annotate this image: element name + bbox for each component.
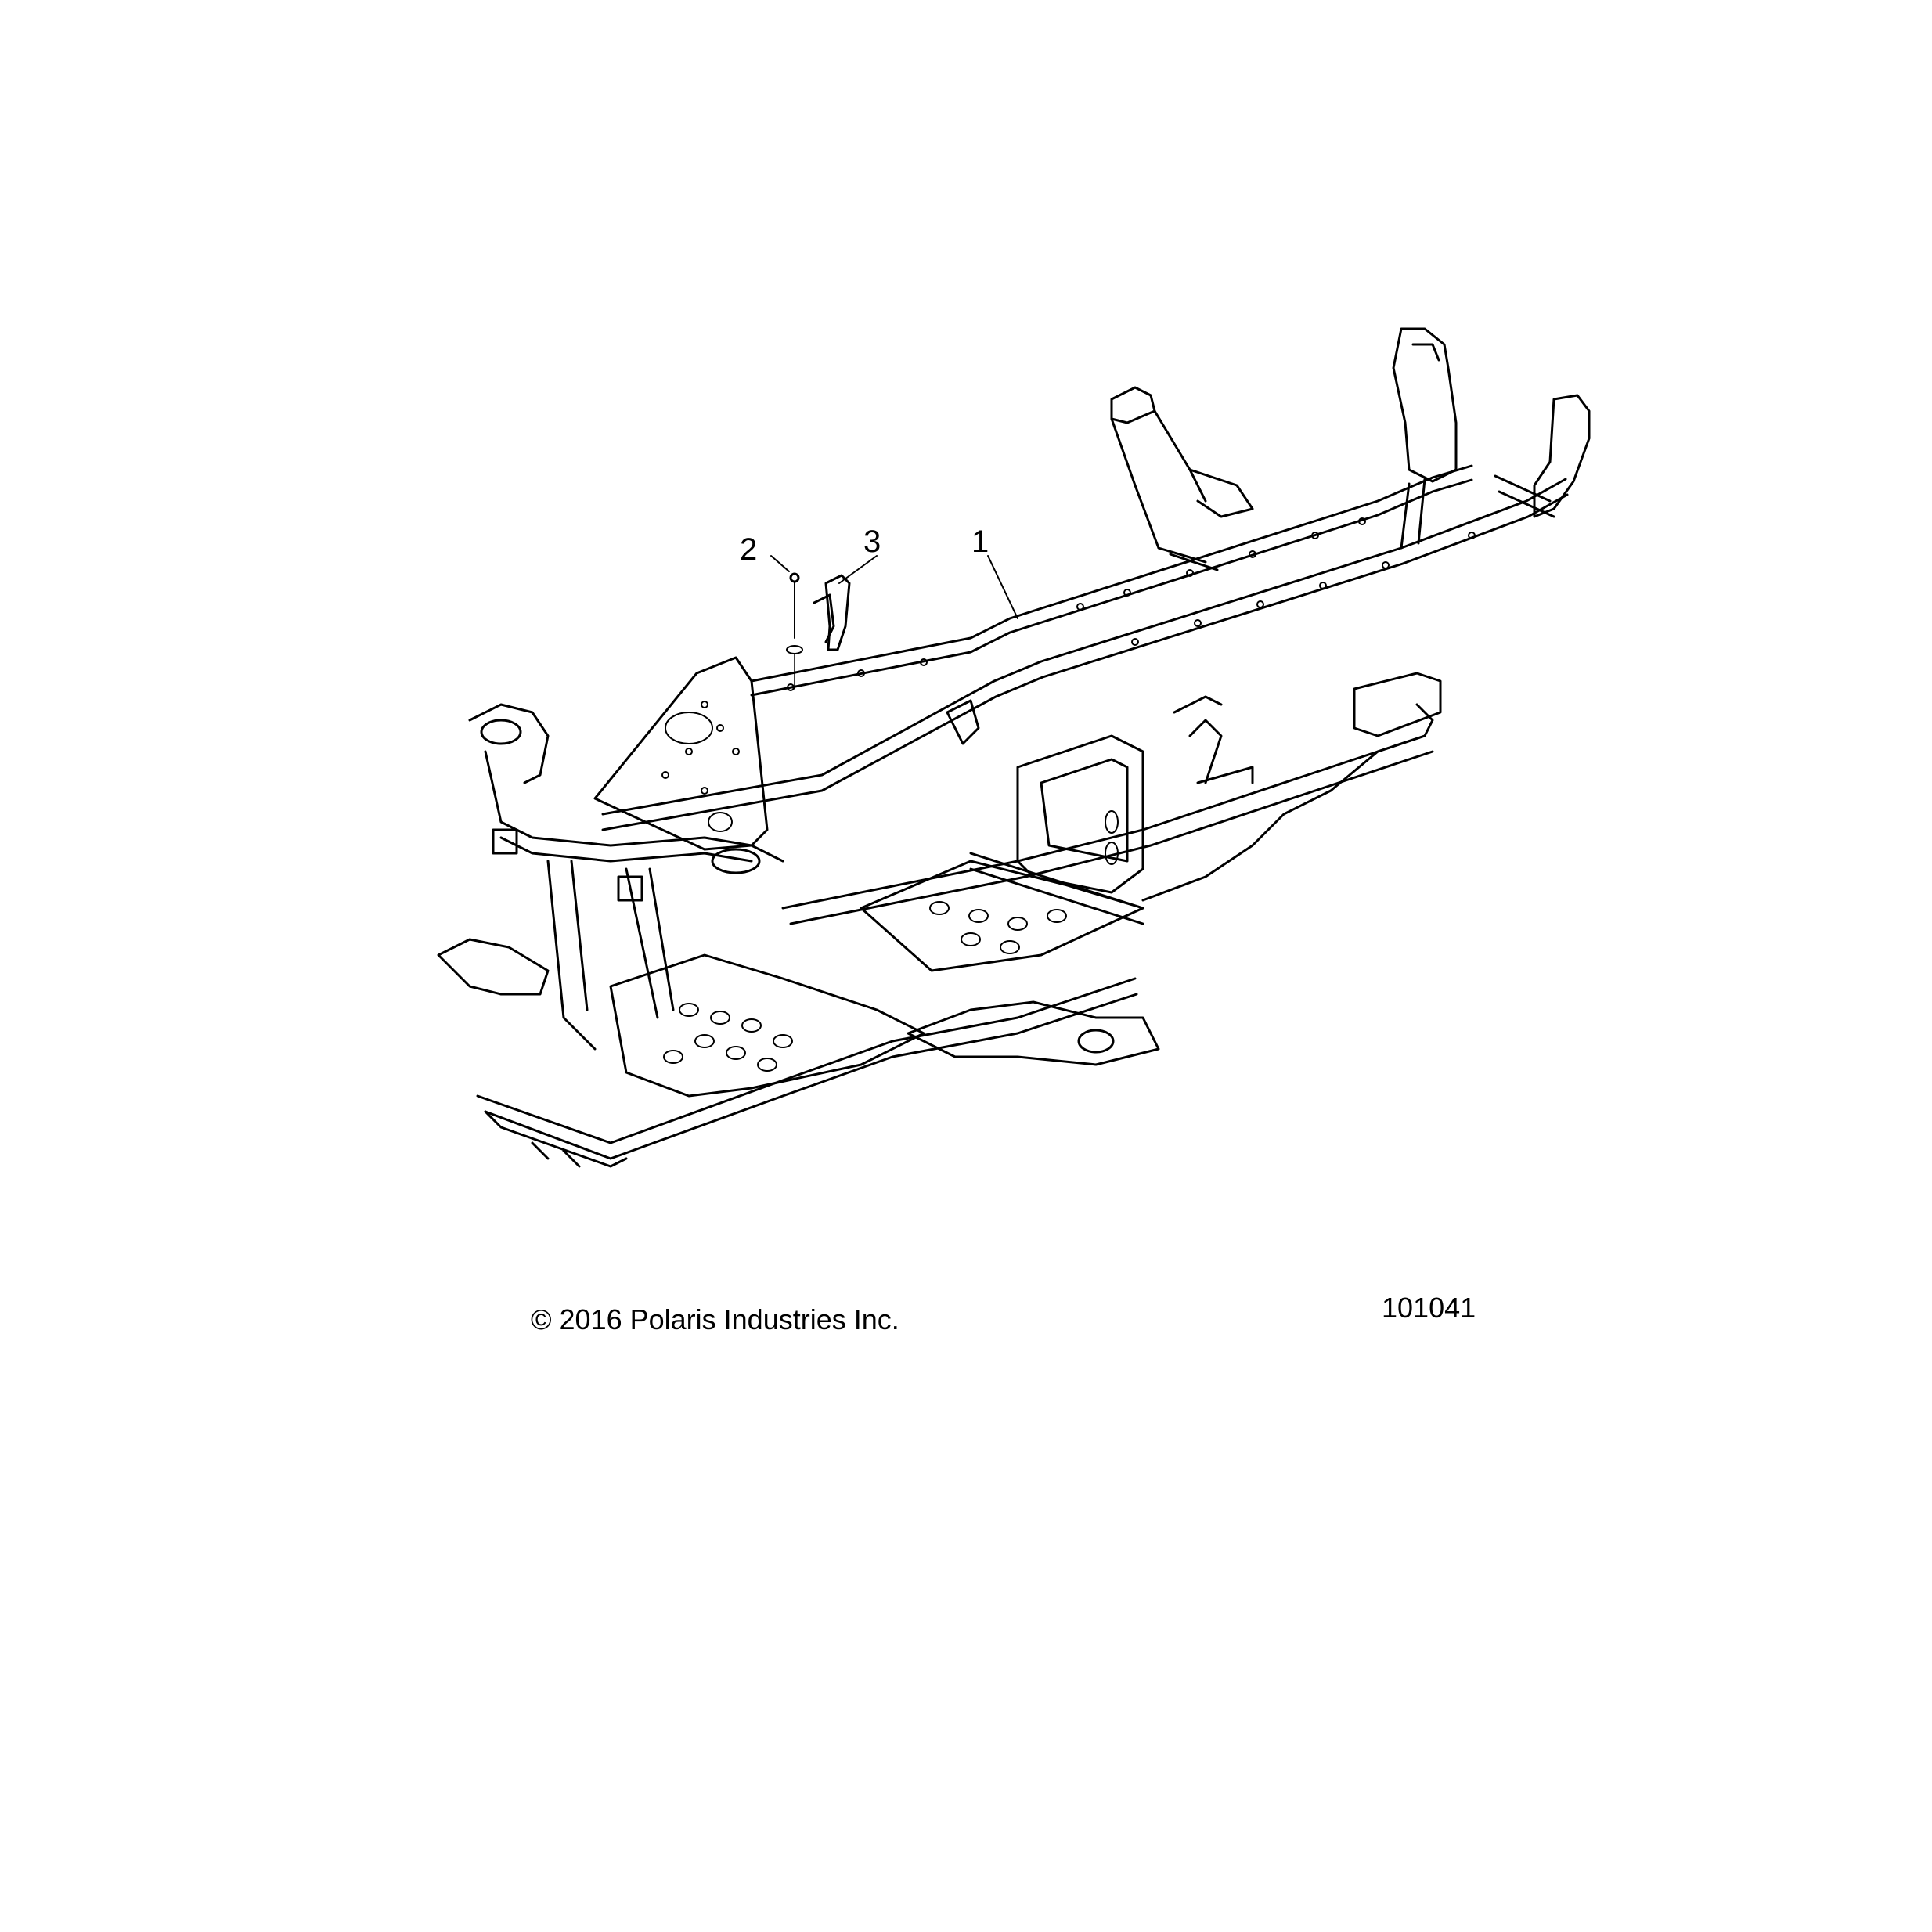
callout-label-3: 3 <box>863 524 881 559</box>
upper-frame-rails <box>601 464 1569 831</box>
callout-label-1: 1 <box>971 524 989 559</box>
callout-label-2: 2 <box>740 532 758 567</box>
front-upright-section <box>468 656 784 1051</box>
lower-floor-frame <box>437 672 1442 1168</box>
part-3-bracket <box>813 574 851 651</box>
leader-line-3 <box>838 555 878 584</box>
rear-uprights <box>1110 327 1591 550</box>
leader-lines <box>770 555 1018 619</box>
leader-line-2 <box>770 555 790 572</box>
figure-number: 101041 <box>1382 1292 1476 1324</box>
leader-line-1 <box>987 555 1018 619</box>
copyright-notice: © 2016 Polaris Industries Inc. <box>531 1303 899 1335</box>
part-2-bolt <box>786 572 803 690</box>
